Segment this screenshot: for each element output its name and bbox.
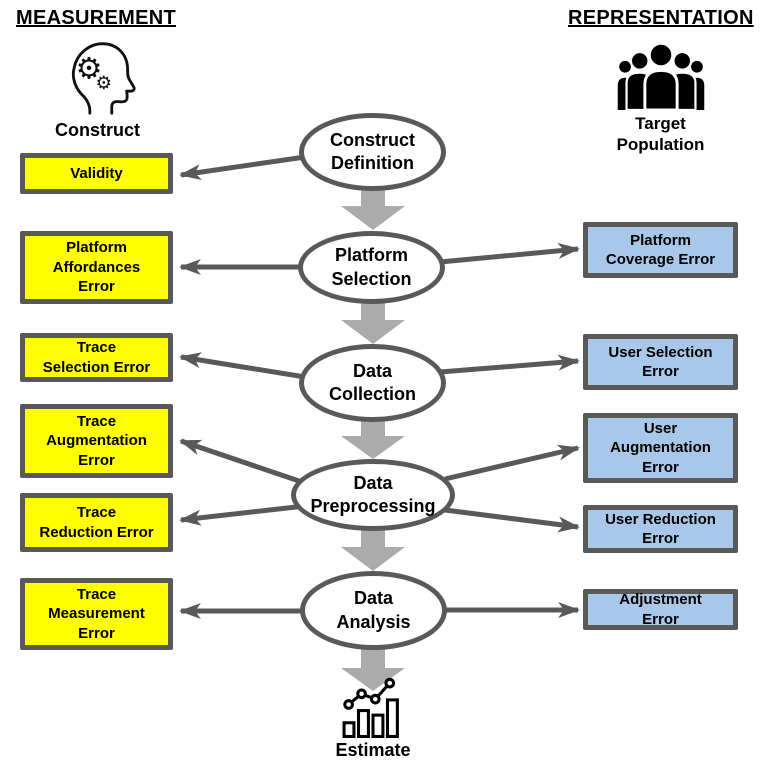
stage-data-collection: Data Collection <box>299 344 446 422</box>
trace-selection-error-box: Trace Selection Error <box>20 333 173 382</box>
construct-label: Construct <box>55 120 140 140</box>
trace-reduction-error-box: Trace Reduction Error <box>20 493 173 552</box>
people-group-icon <box>617 40 705 114</box>
adjustment-error-box: Adjustment Error <box>583 589 738 630</box>
flow-block-arrows <box>341 190 405 691</box>
user-augmentation-error-box: User Augmentation Error <box>583 413 738 483</box>
platform-affordances-error-box: Platform Affordances Error <box>20 231 173 304</box>
flow-arrow-down-2 <box>341 302 405 344</box>
flow-arrow-down-4 <box>341 529 405 571</box>
stage-data-preprocessing: Data Preprocessing <box>291 459 455 531</box>
head-gears-icon: ⚙ ⚙ <box>60 36 138 118</box>
stage-construct-definition: Construct Definition <box>299 113 446 191</box>
stage-platform-selection: Platform Selection <box>298 231 445 304</box>
svg-text:⚙: ⚙ <box>76 51 103 86</box>
user-selection-error-box: User Selection Error <box>583 334 738 390</box>
arrow-to-platform-coverage-error <box>439 242 580 265</box>
arrow-to-user-augmentation-error <box>444 444 580 482</box>
arrow-to-user-selection-error <box>439 354 580 375</box>
svg-text:⚙: ⚙ <box>95 73 112 94</box>
representation-column-header: REPRESENTATION <box>568 7 754 29</box>
stage-data-analysis: Data Analysis <box>300 571 447 650</box>
arrow-to-validity <box>179 154 306 181</box>
arrow-to-trace-selection-error <box>179 352 306 380</box>
trace-measurement-error-box: Trace Measurement Error <box>20 578 173 650</box>
chart-icon <box>341 672 405 740</box>
estimate-label: Estimate <box>335 740 411 760</box>
flow-arrow-down-1 <box>341 190 405 230</box>
error-arrows <box>179 154 580 619</box>
trace-augmentation-error-box: Trace Augmentation Error <box>20 404 173 478</box>
flow-arrow-down-3 <box>341 420 405 459</box>
arrow-to-trace-augmentation-error <box>179 438 306 486</box>
target-population-label: Target Population <box>616 114 705 154</box>
user-reduction-error-box: User Reduction Error <box>583 505 738 553</box>
measurement-column-header: MEASUREMENT <box>16 7 176 29</box>
arrow-to-trace-reduction-error <box>179 503 306 526</box>
flow-arrow-down-5 <box>341 649 405 691</box>
arrow-to-user-reduction-error <box>444 507 580 533</box>
platform-coverage-error-box: Platform Coverage Error <box>583 222 738 278</box>
validity-box: Validity <box>20 153 173 194</box>
